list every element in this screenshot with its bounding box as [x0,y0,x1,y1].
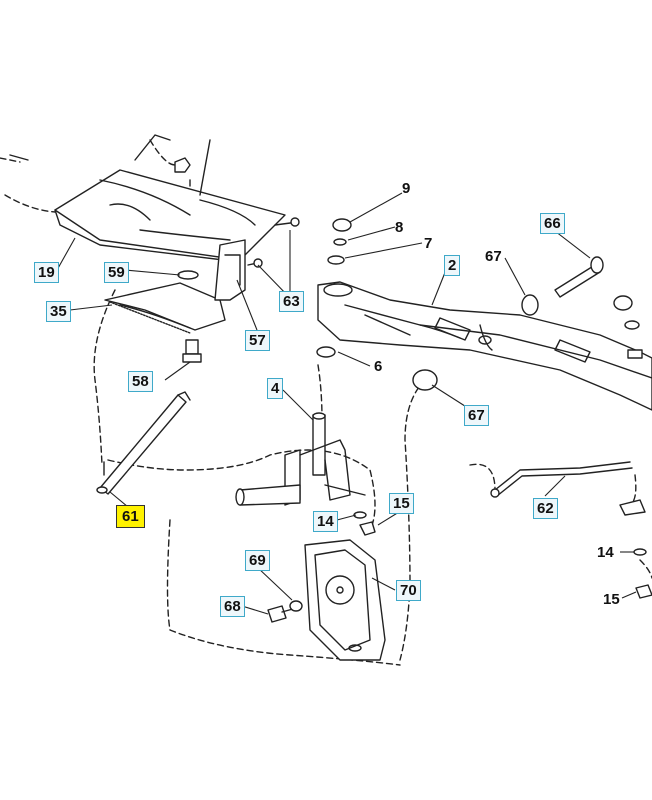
callout-14: 14 [313,511,338,532]
bolts-63 [247,217,300,268]
callout-70: 70 [396,580,421,601]
washer-7 [327,255,345,265]
mounting-plate-19 [54,134,286,263]
washer-59 [177,270,199,280]
callout-35: 35 [46,301,71,322]
bracket-57 [214,239,246,301]
callout-63: 63 [279,291,304,312]
cap-9 [332,218,352,232]
callout-7: 7 [424,235,433,252]
bolt-66 [554,256,604,298]
nut-right [627,349,643,359]
washer-14-right [633,548,647,556]
sector-gear-35 [104,282,226,334]
washer-right [624,320,640,330]
callout-67-bottom: 67 [464,405,489,426]
callout-68: 68 [220,596,245,617]
shoulder-bolt-58 [182,339,202,363]
callout-2: 2 [444,255,461,276]
callout-62: 62 [533,498,558,519]
callout-67-top: 67 [485,248,502,265]
nut-15 [359,521,376,536]
callout-15-right: 15 [603,591,620,608]
callout-6: 6 [374,358,383,375]
washer-6 [316,346,336,358]
spindle-4 [235,412,366,506]
spacer-67-top [521,294,539,316]
clip-8 [333,238,347,246]
callout-9: 9 [402,180,411,197]
callout-14-right: 14 [597,544,614,561]
callout-61-highlighted: 61 [116,505,145,528]
washer-69 [289,600,303,612]
callout-19: 19 [34,262,59,283]
bolt-top [9,154,191,173]
nut-15-right [635,584,652,599]
callout-15: 15 [389,493,414,514]
callout-59: 59 [104,262,129,283]
callout-69: 69 [245,550,270,571]
callout-66: 66 [540,213,565,234]
spacer-67-bottom [412,369,438,391]
cap-right [613,295,633,311]
drag-link-62 [490,461,646,516]
callout-8: 8 [395,219,404,236]
callout-58: 58 [128,371,153,392]
plate-70 [304,539,386,661]
callout-4: 4 [267,378,284,399]
front-axle-2 [317,281,652,411]
callout-57: 57 [245,330,270,351]
steering-shaft-61 [96,391,191,495]
